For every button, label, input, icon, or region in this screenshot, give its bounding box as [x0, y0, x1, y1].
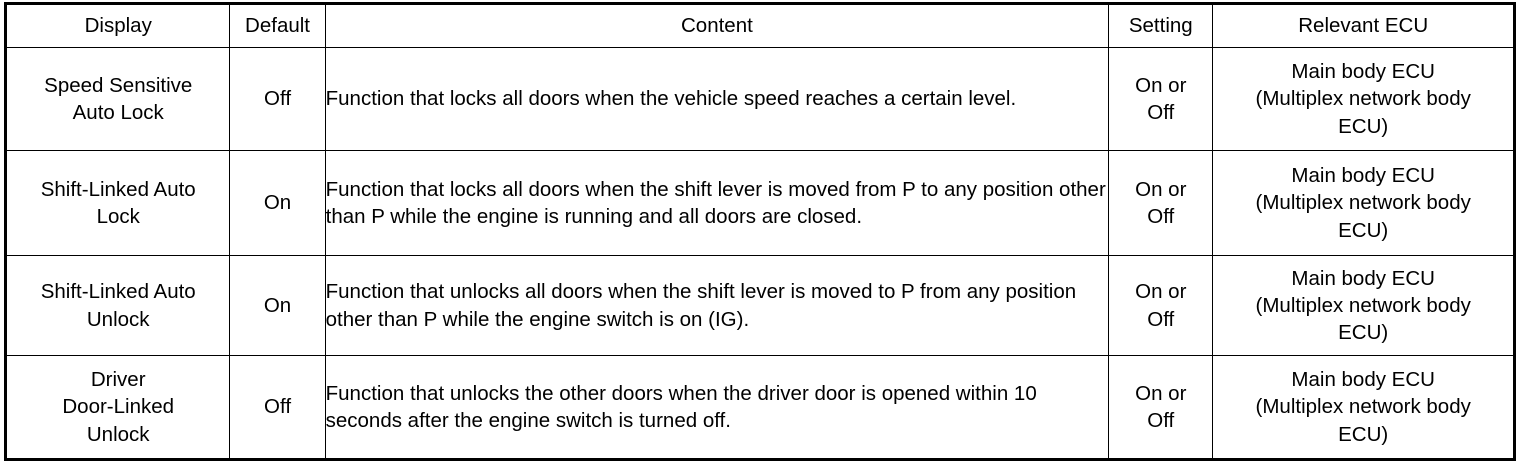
ecu-line: (Multiplex network body — [1255, 191, 1471, 215]
column-header-content: Content — [324, 3, 1110, 48]
display-line: Speed Sensitive — [44, 73, 193, 97]
table-row: Shift-Linked Auto Lock On Function that … — [4, 150, 1515, 256]
ecu-line: (Multiplex network body — [1255, 293, 1471, 317]
setting-line: Off — [1147, 101, 1175, 124]
content-text: Function that locks all doors when the s… — [325, 177, 1106, 228]
display-line: Shift-Linked Auto — [40, 280, 196, 304]
table-row: Shift-Linked Auto Unlock On Function tha… — [4, 255, 1515, 356]
ecu-line: ECU) — [1338, 218, 1389, 242]
cell-display: Driver Door-Linked Unlock — [4, 355, 231, 460]
cell-setting: On or Off — [1108, 47, 1214, 151]
setting-line: Off — [1147, 205, 1175, 228]
setting-line: On or — [1135, 73, 1187, 97]
ecu-line: ECU) — [1338, 422, 1389, 446]
column-header-setting: Setting — [1108, 3, 1214, 48]
cell-setting: On or Off — [1108, 150, 1214, 256]
cell-relevant-ecu: Main body ECU (Multiplex network body EC… — [1212, 355, 1515, 460]
ecu-line: (Multiplex network body — [1255, 395, 1471, 419]
cell-display: Shift-Linked Auto Unlock — [4, 255, 231, 356]
cell-default: On — [229, 255, 326, 356]
cell-display: Speed Sensitive Auto Lock — [4, 47, 231, 151]
table-body: Speed Sensitive Auto Lock Off Function t… — [4, 47, 1515, 460]
cell-content: Function that locks all doors when the s… — [324, 150, 1110, 256]
ecu-line: Main body ECU — [1291, 368, 1435, 392]
content-text: Function that unlocks the other doors wh… — [325, 381, 1037, 432]
cell-relevant-ecu: Main body ECU (Multiplex network body EC… — [1212, 255, 1515, 356]
customize-function-table: Display Default Content Setting Relevant… — [4, 2, 1516, 461]
display-line: Unlock — [86, 422, 150, 446]
setting-line: On or — [1135, 280, 1187, 304]
display-line: Door-Linked — [62, 395, 175, 419]
setting-line: On or — [1135, 177, 1187, 201]
table-header: Display Default Content Setting Relevant… — [4, 3, 1515, 48]
column-header-display: Display — [4, 3, 231, 48]
display-line: Auto Lock — [72, 101, 164, 124]
cell-content: Function that unlocks the other doors wh… — [324, 355, 1110, 460]
display-line: Shift-Linked Auto — [40, 177, 196, 201]
ecu-line: Main body ECU — [1291, 60, 1435, 84]
setting-line: Off — [1147, 409, 1175, 432]
ecu-line: ECU) — [1338, 114, 1389, 138]
cell-content: Function that locks all doors when the v… — [324, 47, 1110, 151]
ecu-line: Main body ECU — [1291, 164, 1435, 188]
cell-content: Function that unlocks all doors when the… — [324, 255, 1110, 356]
content-text: Function that unlocks all doors when the… — [325, 280, 1077, 331]
cell-relevant-ecu: Main body ECU (Multiplex network body EC… — [1212, 150, 1515, 256]
setting-line: On or — [1135, 381, 1187, 405]
cell-setting: On or Off — [1108, 255, 1214, 356]
table-row: Speed Sensitive Auto Lock Off Function t… — [4, 47, 1515, 151]
cell-default: On — [229, 150, 326, 256]
display-line: Driver — [90, 368, 146, 392]
cell-default: Off — [229, 355, 326, 460]
cell-relevant-ecu: Main body ECU (Multiplex network body EC… — [1212, 47, 1515, 151]
cell-display: Shift-Linked Auto Lock — [4, 150, 231, 256]
header-row: Display Default Content Setting Relevant… — [4, 3, 1515, 48]
cell-default: Off — [229, 47, 326, 151]
display-line: Lock — [96, 205, 140, 228]
column-header-relevant-ecu: Relevant ECU — [1212, 3, 1515, 48]
ecu-line: ECU) — [1338, 321, 1389, 345]
table-row: Driver Door-Linked Unlock Off Function t… — [4, 355, 1515, 460]
display-line: Unlock — [86, 307, 150, 331]
ecu-line: (Multiplex network body — [1255, 87, 1471, 111]
ecu-line: Main body ECU — [1291, 266, 1435, 290]
setting-line: Off — [1147, 307, 1175, 331]
cell-setting: On or Off — [1108, 355, 1214, 460]
content-text: Function that locks all doors when the v… — [325, 87, 1017, 111]
column-header-default: Default — [229, 3, 326, 48]
